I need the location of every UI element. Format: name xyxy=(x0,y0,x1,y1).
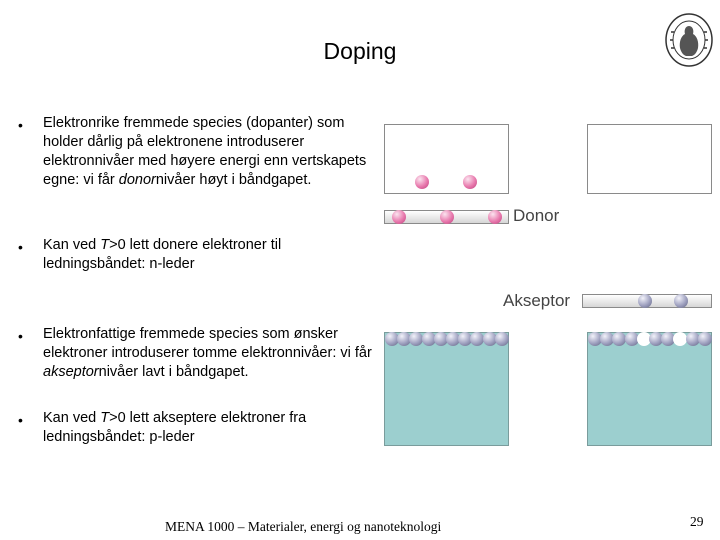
valence-electron xyxy=(661,332,676,346)
acceptor-label: Akseptor xyxy=(503,291,571,310)
valence-electron xyxy=(409,332,424,346)
footer-course: MENA 1000 – Materialer, energi og nanote… xyxy=(165,519,442,534)
valence-electron xyxy=(685,332,700,346)
acceptor-electron xyxy=(674,294,688,308)
bullet-text-donor-intro: Elektronrike fremmede species (dopanter)… xyxy=(43,115,367,188)
valence-electron xyxy=(385,332,399,346)
valence-electron xyxy=(470,332,485,346)
donor-label: Donor xyxy=(513,206,560,225)
bullet-text-n-type: Kan ved T>0 lett donere elektroner til l… xyxy=(43,237,282,272)
valence-electron xyxy=(421,332,436,346)
donor-ion xyxy=(392,210,406,224)
valence-electron xyxy=(494,332,509,346)
acceptor-electron xyxy=(638,294,652,308)
valence-electron xyxy=(588,332,602,346)
valence-electron xyxy=(482,332,497,346)
bullet-text-acceptor-intro: Elektronfattige fremmede species som øns… xyxy=(43,326,372,380)
conduction-band-left xyxy=(384,124,509,194)
valence-band-right xyxy=(587,332,712,446)
donor-ion xyxy=(488,210,502,224)
bullet-marker: • xyxy=(18,117,23,133)
bullet-text-p-type: Kan ved T>0 lett akseptere elektroner fr… xyxy=(43,410,307,445)
page-number: 29 xyxy=(690,514,704,529)
university-seal-icon xyxy=(665,13,713,67)
valence-electron xyxy=(649,332,663,346)
bullet-marker: • xyxy=(18,239,23,255)
valence-electron xyxy=(433,332,448,346)
bullet-marker: • xyxy=(18,412,23,428)
hole xyxy=(673,332,688,346)
valence-electron xyxy=(600,332,615,346)
valence-electron xyxy=(624,332,639,346)
conduction-electron xyxy=(415,175,429,189)
valence-electron xyxy=(697,332,712,346)
valence-electron xyxy=(458,332,473,346)
donor-ion xyxy=(440,210,454,224)
slide-title: Doping xyxy=(323,38,397,64)
valence-electron xyxy=(446,332,460,346)
valence-electron xyxy=(612,332,627,346)
hole xyxy=(636,332,651,346)
conduction-electron xyxy=(463,175,477,189)
conduction-band-right xyxy=(587,124,712,194)
valence-band-left xyxy=(384,332,509,446)
valence-electron xyxy=(397,332,412,346)
bullet-marker: • xyxy=(18,328,23,344)
